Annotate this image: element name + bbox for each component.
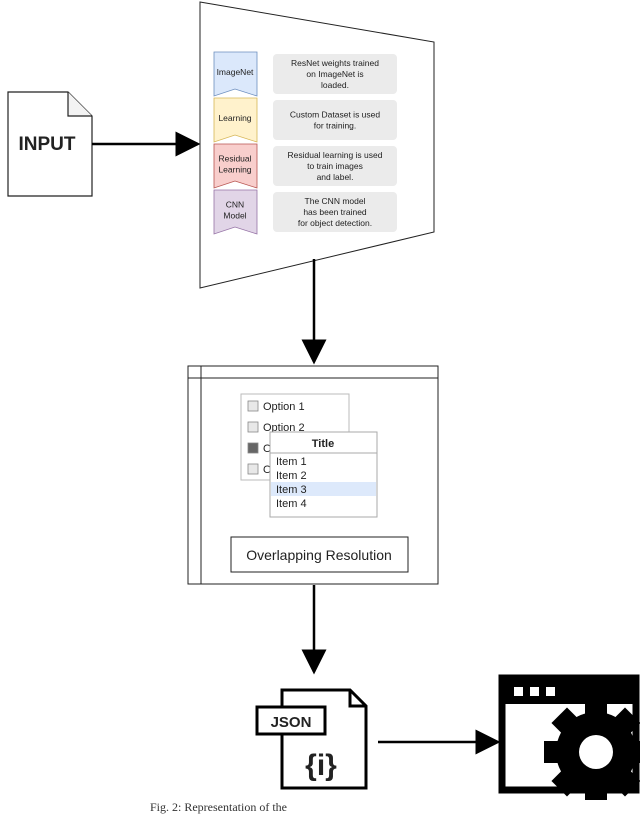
checklist-option-label: Option 2 [263,422,305,434]
step-description-text: for object detection. [298,218,372,228]
step-chevron-label: CNN [226,200,244,210]
step-chevron [213,143,258,189]
step-chevron-label: Residual [218,154,251,164]
checkbox[interactable] [247,463,259,475]
step-description-box [273,192,397,232]
popup-item[interactable]: Item 2 [276,470,307,482]
figure-caption: Fig. 2: Representation of the [150,800,287,814]
checklist-option-label: Option 1 [263,401,305,413]
checkbox[interactable] [247,400,259,412]
popup-item-highlight [271,482,376,496]
settings-window-icon [498,674,640,800]
step-chevron-label: ImageNet [217,67,254,77]
popup-item-label: Item 2 [276,470,307,482]
step-description-text: loaded. [321,80,349,90]
step-description-text: Custom Dataset is used [290,110,381,120]
step-chevron-label: Learning [218,165,251,175]
json-braces-glyph: {i} [305,749,337,782]
checklist-option[interactable]: Option 1 [247,400,305,413]
json-label: JSON [271,714,312,731]
popup-title: Title [312,438,334,450]
step-description-text: and label. [317,172,354,182]
popup-item[interactable]: Item 1 [276,456,307,468]
step-description-text: ResNet weights trained [291,58,379,68]
step-chevron [213,97,258,143]
popup-item-label: Item 4 [276,498,307,510]
gear-icon [544,700,640,800]
popup-item-label: Item 3 [276,484,307,496]
popup-list: Title Item 1 Item 2 Item 3 Item 4 [269,431,378,518]
step-chevron-label: Model [223,211,246,221]
step-description-text: on ImageNet is [306,69,363,79]
input-label: INPUT [19,134,76,155]
input-document: INPUT [7,91,93,197]
step-chevron [213,51,258,97]
overlapping-resolution-button[interactable]: Overlapping Resolution [230,536,409,573]
step-chevron [213,189,258,235]
popup-item-label: Item 1 [276,456,307,468]
step-description-text: Residual learning is used [288,150,383,160]
step-chevron-label: Learning [218,113,251,123]
step-description-text: The CNN model [305,196,366,206]
checkbox[interactable] [247,421,259,433]
popup-item[interactable]: Item 4 [276,498,307,510]
checklist-option[interactable]: Option 2 [247,421,305,434]
json-file-icon: JSON {i} [255,688,368,790]
step-description-text: for training. [314,121,357,131]
step-description-box [273,54,397,94]
step-description-box [273,100,397,140]
step-description-text: to train images [307,161,363,171]
popup-item[interactable]: Item 3 [271,482,376,496]
step-description-text: has been trained [303,207,367,217]
checkbox[interactable] [247,442,259,454]
step-description-box [273,146,397,186]
overlapping-resolution-label: Overlapping Resolution [246,547,392,563]
